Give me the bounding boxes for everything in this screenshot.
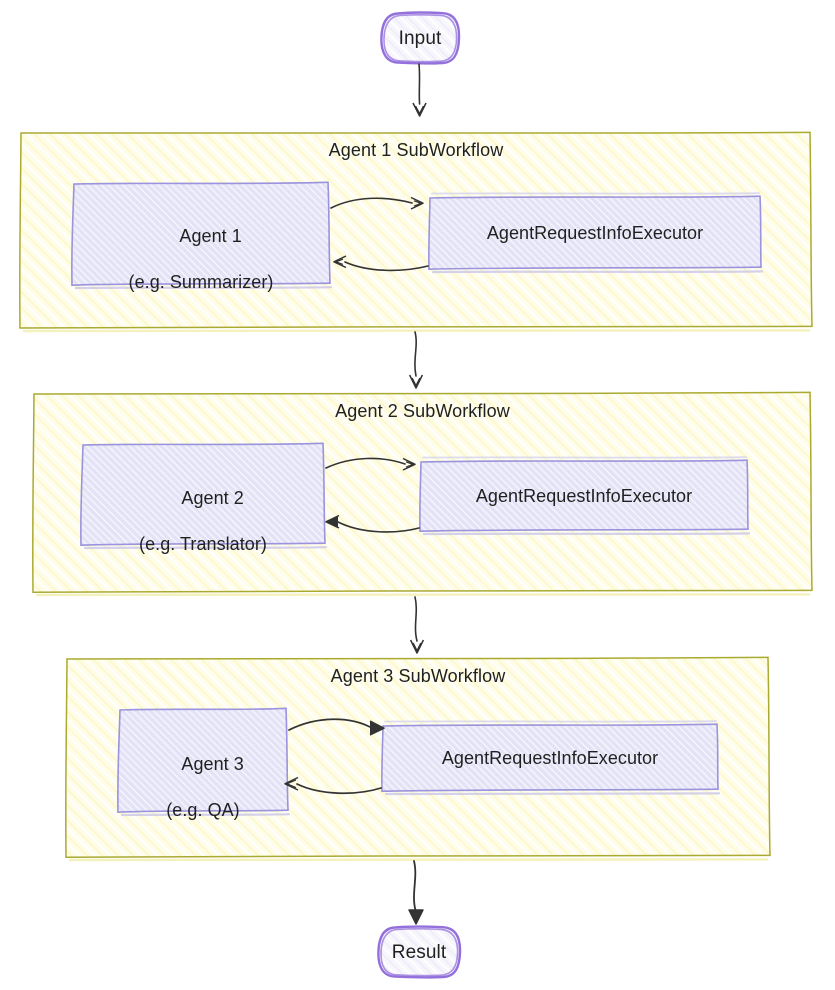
node-agent-1-request-info-executor[interactable] xyxy=(428,192,764,274)
node-agent-3[interactable] xyxy=(117,707,291,817)
terminal-result[interactable] xyxy=(377,925,462,979)
node-agent-1[interactable] xyxy=(71,181,333,290)
terminal-input[interactable] xyxy=(380,11,461,65)
edge-executor-to-agent-1 xyxy=(333,255,429,272)
edge-executor-to-agent-3 xyxy=(284,776,382,795)
edge-agent-2-to-executor xyxy=(325,457,416,471)
edge-cluster-2-to-cluster-3 xyxy=(409,596,425,654)
edge-input-to-cluster-1 xyxy=(412,63,427,117)
edge-agent-3-to-executor xyxy=(288,718,385,736)
edge-agent-1-to-executor xyxy=(330,196,424,210)
edge-cluster-3-to-result xyxy=(408,860,424,925)
edge-executor-to-agent-2 xyxy=(325,514,420,533)
node-agent-2-request-info-executor[interactable] xyxy=(419,456,751,536)
node-agent-2[interactable] xyxy=(80,442,328,550)
edge-cluster-1-to-cluster-2 xyxy=(408,331,424,389)
node-agent-3-request-info-executor[interactable] xyxy=(381,720,721,796)
